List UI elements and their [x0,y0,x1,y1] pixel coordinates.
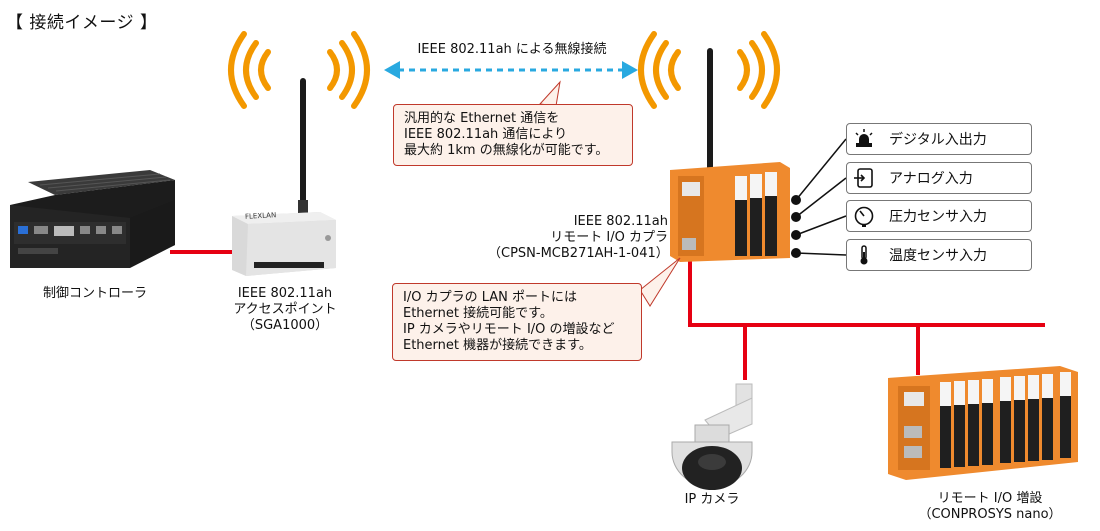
wireless-link-label: IEEE 802.11ah による無線接続 [417,42,607,57]
wireless-link-arrow [384,61,638,79]
callout-lan-line: Ethernet 機器が接続できます。 [403,338,592,353]
controller-device [10,170,175,268]
callout-lan: I/O カプラの LAN ポートには Ethernet 接続可能です。 IP カ… [392,283,642,361]
callout-wireless-line: 汎用的な Ethernet 通信を [404,111,560,126]
coupler-label-line: リモート I/O カプラ [550,230,668,245]
ap-model-name: FLEXLAN [244,211,277,221]
io-item-temperature: 温度センサ入力 [846,239,1032,271]
access-point-label-line: アクセスポイント [233,302,337,317]
io-item-digital: デジタル入出力 [846,123,1032,155]
access-point-label: IEEE 802.11ah アクセスポイント （SGA1000） [210,286,360,334]
io-item-label: 温度センサ入力 [889,248,987,264]
callout-wireless-tail [538,80,561,107]
access-point-label-line: IEEE 802.11ah [237,286,333,301]
wifi-waves-ap-icon [228,31,370,109]
ethernet-cables [170,250,1045,380]
callout-lan-tail [639,257,681,307]
io-item-label: 圧力センサ入力 [889,209,987,225]
callout-lan-line: I/O カプラの LAN ポートには [403,290,578,305]
callout-wireless: 汎用的な Ethernet 通信を IEEE 802.11ah 通信により 最大… [393,104,633,166]
callout-lan-line: Ethernet 接続可能です。 [403,306,553,321]
ip-camera-device [671,383,753,490]
thermometer-icon [860,245,868,265]
io-item-label: デジタル入出力 [889,132,987,148]
ip-camera-label: IP カメラ [684,492,740,507]
io-item-label: アナログ入力 [889,171,973,187]
callout-lan-line: IP カメラやリモート I/O の増設など [403,322,615,337]
controller-label: 制御コントローラ [42,286,147,301]
callout-wireless-line: 最大約 1km の無線化が可能です。 [404,143,609,158]
remote-io-device [888,366,1078,480]
access-point-label-line: （SGA1000） [241,318,329,333]
coupler-label-line: （CPSN-MCB271AH-1-041） [488,246,669,261]
io-connector-lines [795,138,847,256]
io-item-pressure: 圧力センサ入力 [846,200,1032,232]
digital-io-icon [855,129,873,147]
coupler-label: IEEE 802.11ah リモート I/O カプラ （CPSN-MCB271A… [488,214,669,262]
io-coupler-device [670,48,790,262]
callout-wireless-line: IEEE 802.11ah 通信により [404,127,568,142]
access-point-device [232,78,336,276]
page-title: 【 接続イメージ 】 [6,13,158,33]
coupler-antenna [707,48,713,188]
wifi-waves-coupler-icon [638,31,780,109]
analog-input-icon [854,168,873,188]
remote-io-label-line: リモート I/O 増設 [937,491,1043,506]
coupler-label-line: IEEE 802.11ah [573,214,668,229]
io-item-analog: アナログ入力 [846,162,1032,194]
remote-io-label: リモート I/O 増設 （CONPROSYS nano） [905,491,1075,523]
remote-io-label-line: （CONPROSYS nano） [918,507,1062,522]
pressure-gauge-icon [854,206,874,227]
io-connector-dots [791,195,801,258]
ap-antenna [300,78,306,216]
